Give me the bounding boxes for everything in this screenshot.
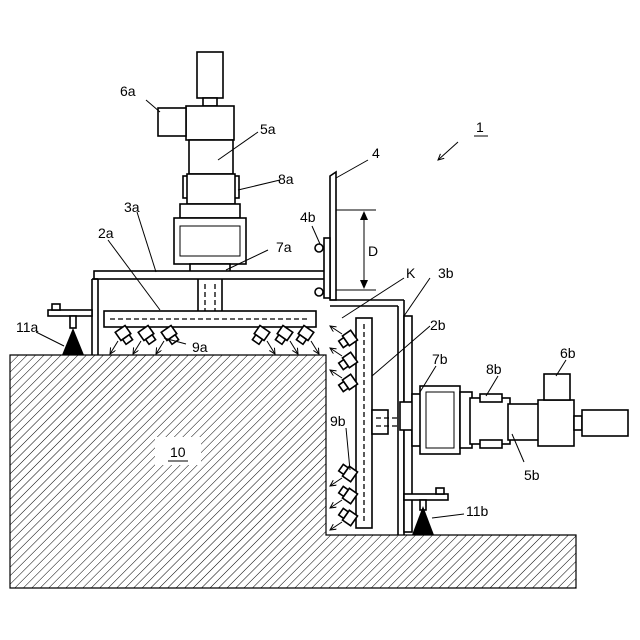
label-8b: 8b — [486, 361, 502, 377]
side-motor-assembly — [400, 374, 628, 454]
label-2a: 2a — [98, 225, 114, 241]
top-nozzles — [110, 325, 319, 354]
label-9a: 9a — [192, 339, 208, 355]
label-1: 1 — [476, 119, 484, 135]
label-10: 10 — [170, 444, 186, 460]
label-6a: 6a — [120, 83, 136, 99]
label-3b: 3b — [438, 265, 454, 281]
label-7b: 7b — [432, 351, 448, 367]
label-6b: 6b — [560, 345, 576, 361]
label-5a: 5a — [260, 121, 276, 137]
left-wheel — [48, 304, 92, 355]
label-11a: 11a — [16, 319, 39, 335]
plate — [315, 172, 336, 300]
label-7a: 7a — [276, 239, 292, 255]
label-11b: 11b — [466, 503, 489, 519]
workpiece — [10, 355, 576, 588]
label-8a: 8a — [278, 171, 294, 187]
label-9b: 9b — [330, 413, 346, 429]
label-2b: 2b — [430, 317, 446, 333]
label-D: D — [368, 243, 378, 259]
label-4: 4 — [372, 145, 380, 161]
label-K: K — [406, 265, 416, 281]
label-4b: 4b — [300, 209, 316, 225]
label-3a: 3a — [124, 199, 140, 215]
top-nozzle-bar — [104, 311, 316, 327]
side-nozzle-bar — [356, 318, 400, 528]
label-5b: 5b — [524, 467, 540, 483]
